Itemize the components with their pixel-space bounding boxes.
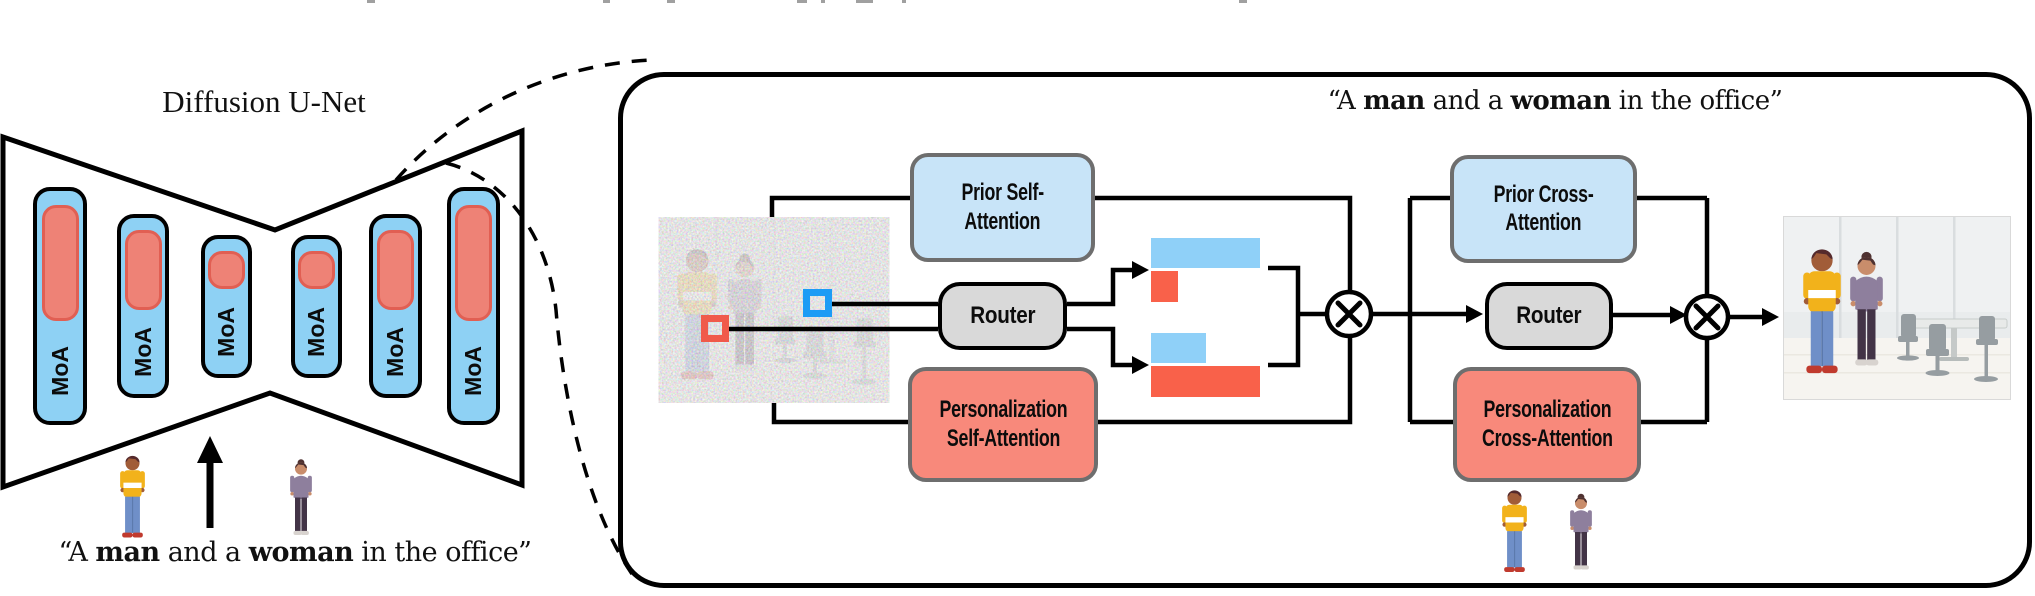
moa-label: MoA — [213, 306, 239, 357]
router-weight-bar-personalization-self — [1151, 271, 1178, 302]
prompt-mid: and a — [1424, 86, 1511, 116]
prior-self-line1: Prior Self- — [961, 179, 1044, 207]
moa-block-2: MoA — [117, 214, 169, 398]
noise-overlay — [658, 217, 890, 403]
cropped-text-artifact — [797, 0, 807, 3]
woman-figure — [1570, 493, 1592, 570]
moa-detail-panel — [618, 72, 2032, 588]
multiply-circle-icon — [1324, 289, 1374, 339]
cropped-text-artifact — [1239, 0, 1247, 3]
prompt-post: in the office” — [353, 537, 532, 568]
panel-prompt-caption: “A man and a woman in the office” — [1290, 86, 1820, 116]
moa-label: MoA — [129, 327, 156, 377]
prior-cross-line2: Attention — [1505, 209, 1582, 236]
moa-active-region — [208, 251, 245, 289]
moa-label: MoA — [46, 346, 73, 396]
up-arrow-icon — [197, 436, 223, 528]
cropped-text-artifact — [667, 0, 675, 3]
prompt-woman: woman — [248, 537, 354, 568]
prior-cross-attention-box: Prior Cross- Attention — [1450, 155, 1637, 263]
pers-cross-line2: Cross-Attention — [1481, 424, 1613, 452]
router-weight-bar-prior-self — [1151, 238, 1260, 268]
arrowhead — [1762, 308, 1779, 326]
moa-active-region — [41, 205, 79, 321]
patch-marker-red — [701, 315, 729, 342]
pers-self-line1: Personalization — [939, 396, 1067, 424]
prompt-mid: and a — [159, 537, 249, 568]
moa-active-region — [455, 205, 492, 321]
arrowhead — [1670, 306, 1687, 324]
moa-label: MoA — [303, 306, 329, 357]
moa-block-3: MoA — [201, 235, 252, 378]
cropped-text-artifact — [367, 0, 375, 3]
prompt-woman: woman — [1510, 86, 1612, 116]
prompt-man: man — [1363, 86, 1425, 116]
pers-cross-line1: Personalization — [1483, 396, 1611, 424]
generated-output-image — [1783, 216, 2011, 400]
prior-cross-line1: Prior Cross- — [1493, 180, 1594, 208]
noisy-latent-image — [658, 217, 890, 403]
prior-self-line2: Attention — [964, 207, 1041, 235]
router-weight-bar-personalization-cross-patch — [1151, 366, 1260, 397]
personalization-self-attention-box: Personalization Self-Attention — [908, 367, 1098, 482]
prompt-pre: “A — [1327, 86, 1364, 116]
router-self-wiring — [729, 267, 1132, 368]
moa-block-6: MoA — [447, 187, 500, 425]
router-self-label: Router — [970, 301, 1035, 329]
arrowhead — [1132, 356, 1149, 374]
arrowhead — [1132, 261, 1149, 279]
prompt-post: in the office” — [1611, 86, 1783, 116]
moa-block-4: MoA — [291, 235, 342, 378]
moa-block-5: MoA — [369, 214, 422, 398]
man-figure — [120, 455, 145, 538]
prior-self-attention-box: Prior Self- Attention — [910, 153, 1095, 262]
pers-self-line2: Self-Attention — [946, 424, 1060, 452]
moa-active-region — [377, 230, 414, 310]
cropped-text-artifact — [603, 0, 610, 3]
zoom-callout-line-top — [394, 58, 651, 182]
prompt-caption: “A man and a woman in the office” — [30, 537, 560, 568]
cropped-text-artifact — [821, 0, 825, 3]
weight-bracket — [1268, 265, 1327, 368]
unet-title: Diffusion U-Net — [162, 84, 366, 119]
man-figure — [1502, 490, 1527, 573]
moa-block-1: MoA — [33, 187, 87, 425]
woman-figure — [290, 459, 312, 535]
cropped-text-artifact — [902, 0, 906, 3]
multiply-circle-icon — [1683, 293, 1731, 341]
moa-label: MoA — [382, 327, 408, 377]
moa-active-region — [124, 230, 162, 310]
moa-active-region — [298, 251, 335, 289]
moa-label: MoA — [460, 346, 486, 396]
router-cross-box: Router — [1485, 282, 1613, 350]
cropped-text-artifact — [856, 0, 873, 3]
router-cross-label: Router — [1516, 301, 1582, 329]
personalization-cross-attention-box: Personalization Cross-Attention — [1453, 367, 1641, 482]
arrowhead — [1466, 305, 1483, 323]
prompt-pre: “A — [58, 537, 96, 568]
patch-marker-blue — [803, 289, 832, 317]
zoom-callout-line-bottom — [445, 161, 634, 575]
router-weight-bar-prior-cross-patch — [1151, 333, 1206, 363]
router-self-box: Router — [938, 282, 1067, 350]
prompt-man: man — [95, 537, 160, 568]
